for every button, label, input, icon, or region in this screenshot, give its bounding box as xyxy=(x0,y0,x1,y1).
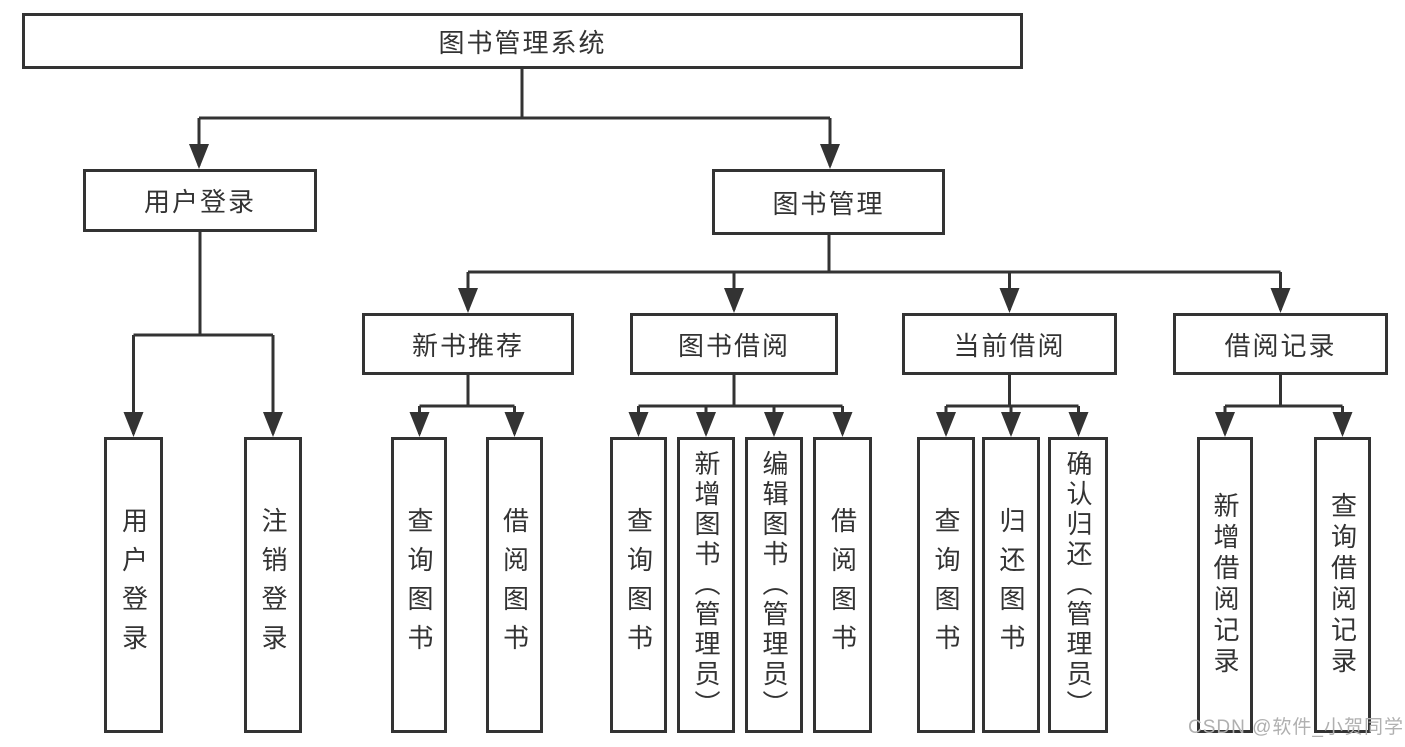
node-label: 查询图书 xyxy=(623,507,654,663)
leaf-query-borrow-record: 查询借阅记录 xyxy=(1314,437,1371,733)
connector-path xyxy=(132,69,1344,434)
node-label: 注销登录 xyxy=(258,507,288,663)
arrowheads xyxy=(123,144,1353,437)
node-label: 图书管理系统 xyxy=(438,27,607,58)
leaf-return-book: 归还图书 xyxy=(982,437,1040,733)
node-label: 编辑图书（管理员） xyxy=(759,450,789,720)
node-label: 借阅图书 xyxy=(499,507,530,663)
node-label: 当前借阅 xyxy=(953,330,1066,361)
leaf-add-book-admin: 新增图书（管理员） xyxy=(677,437,735,733)
leaf-edit-book-admin: 编辑图书（管理员） xyxy=(745,437,803,733)
leaf-user-login: 用户登录 xyxy=(104,437,163,733)
watermark: CSDN @软件_小贺同学 xyxy=(1188,717,1404,738)
node-label: 确认归还（管理员） xyxy=(1063,450,1093,720)
node-book-management: 图书管理 xyxy=(712,169,945,235)
node-label: 用户登录 xyxy=(118,507,149,663)
node-library-system: 图书管理系统 xyxy=(22,13,1023,69)
node-label: 借阅记录 xyxy=(1224,330,1337,361)
node-label: 图书管理 xyxy=(772,188,885,219)
node-label: 图书借阅 xyxy=(677,330,790,361)
node-label: 用户登录 xyxy=(143,187,256,217)
leaf-query-books-recommend: 查询图书 xyxy=(391,437,447,733)
leaf-confirm-return-admin: 确认归还（管理员） xyxy=(1048,437,1108,733)
node-label: 归还图书 xyxy=(996,507,1026,663)
node-current-borrow: 当前借阅 xyxy=(902,313,1117,375)
leaf-query-books-borrow: 查询图书 xyxy=(610,437,667,733)
node-borrow-records: 借阅记录 xyxy=(1173,313,1388,375)
leaf-query-books-current: 查询图书 xyxy=(917,437,975,733)
node-label: 新增借阅记录 xyxy=(1210,492,1240,678)
node-user-login: 用户登录 xyxy=(83,169,317,232)
leaf-logout: 注销登录 xyxy=(244,437,302,733)
node-book-borrow: 图书借阅 xyxy=(630,313,838,375)
node-new-book-recommend: 新书推荐 xyxy=(362,313,574,375)
leaf-add-borrow-record: 新增借阅记录 xyxy=(1197,437,1253,733)
leaf-borrow-books: 借阅图书 xyxy=(813,437,872,733)
leaf-borrow-books-recommend: 借阅图书 xyxy=(486,437,543,733)
node-label: 新增图书（管理员） xyxy=(691,450,721,720)
node-label: 查询借阅记录 xyxy=(1327,492,1358,678)
node-label: 借阅图书 xyxy=(827,507,858,663)
node-label: 查询图书 xyxy=(404,507,434,663)
node-label: 查询图书 xyxy=(931,507,961,663)
node-label: 新书推荐 xyxy=(411,330,524,361)
